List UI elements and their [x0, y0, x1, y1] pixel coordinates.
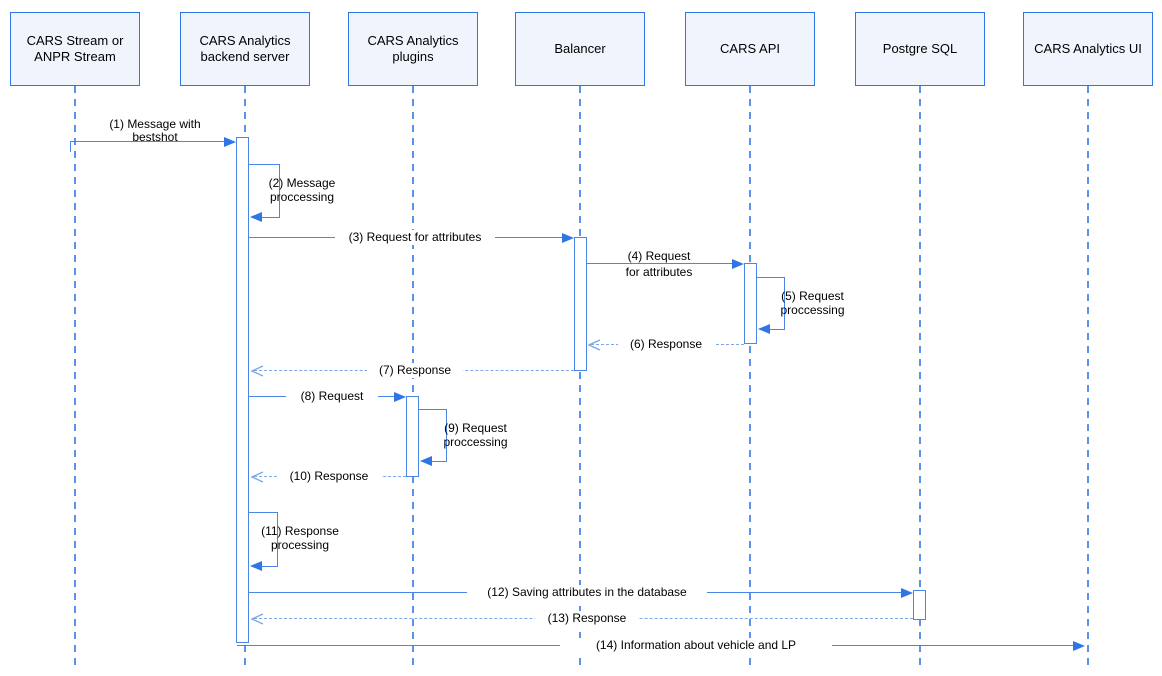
- message-label: (11) Response processing: [261, 524, 339, 552]
- activation-plugins: [406, 396, 419, 477]
- sync-arrowhead-icon: [562, 233, 574, 243]
- message-label: (13) Response: [535, 611, 639, 626]
- sync-arrowhead-icon: [758, 324, 770, 334]
- sync-arrowhead-icon: [250, 212, 262, 222]
- participant-postgre-sql: Postgre SQL: [855, 12, 985, 86]
- activation-cars-api: [744, 263, 757, 344]
- message-line: [255, 217, 280, 218]
- message-label: (2) Message proccessing: [268, 176, 336, 204]
- lifeline-cars-api: [749, 86, 751, 666]
- message-line: [757, 277, 785, 278]
- return-arrowhead-icon: [250, 613, 264, 625]
- message-line: [763, 329, 785, 330]
- message-line: [70, 141, 71, 152]
- message-label: (3) Request for attributes: [335, 230, 495, 245]
- message-label: (9) Request proccessing: [443, 421, 508, 449]
- message-label: (14) Information about vehicle and LP: [560, 638, 832, 653]
- message-label: (5) Request proccessing: [780, 289, 845, 317]
- sync-arrowhead-icon: [224, 137, 236, 147]
- message-label: (10) Response: [277, 469, 381, 484]
- message-line: [255, 566, 278, 567]
- message-label: (4) Request for attributes: [625, 249, 693, 279]
- message-line: [587, 263, 734, 264]
- lifeline-cars-stream: [74, 86, 76, 666]
- message-line: [784, 277, 785, 330]
- sync-arrowhead-icon: [394, 392, 406, 402]
- message-line: [419, 409, 447, 410]
- message-label: (7) Response: [367, 363, 463, 378]
- sync-arrowhead-icon: [420, 456, 432, 466]
- message-line: [446, 409, 447, 462]
- sync-arrowhead-icon: [1073, 641, 1085, 651]
- message-label: (12) Saving attributes in the database: [467, 585, 707, 600]
- return-arrowhead-icon: [587, 339, 601, 351]
- message-label: (8) Request: [286, 389, 378, 404]
- activation-postgre-sql: [913, 590, 926, 620]
- sync-arrowhead-icon: [901, 588, 913, 598]
- participant-balancer: Balancer: [515, 12, 645, 86]
- lifeline-postgre-sql: [919, 86, 921, 666]
- sync-arrowhead-icon: [250, 561, 262, 571]
- lifeline-cars-ui: [1087, 86, 1089, 666]
- message-line: [70, 141, 228, 142]
- return-arrowhead-icon: [250, 365, 264, 377]
- participant-cars-api: CARS API: [685, 12, 815, 86]
- lifeline-balancer: [579, 86, 581, 666]
- message-label: (1) Message with bestshot: [109, 117, 201, 144]
- message-line: [425, 461, 447, 462]
- participant-plugins: CARS Analytics plugins: [348, 12, 478, 86]
- message-line: [249, 164, 280, 165]
- message-label: (6) Response: [618, 337, 714, 352]
- return-arrowhead-icon: [250, 471, 264, 483]
- message-line: [277, 512, 278, 567]
- activation-balancer: [574, 237, 587, 371]
- sync-arrowhead-icon: [732, 259, 744, 269]
- activation-backend-server: [236, 137, 249, 643]
- participant-backend-server: CARS Analytics backend server: [180, 12, 310, 86]
- participant-cars-stream: CARS Stream or ANPR Stream: [10, 12, 140, 86]
- message-line: [279, 164, 280, 218]
- participant-cars-ui: CARS Analytics UI: [1023, 12, 1153, 86]
- message-line: [249, 512, 278, 513]
